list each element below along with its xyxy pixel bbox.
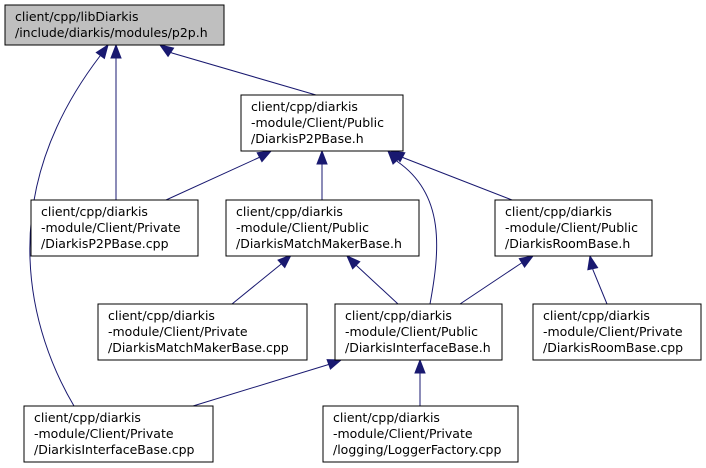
edge-p2pbase-h-to-p2p-h <box>159 44 317 96</box>
node-p2pbase-cpp[interactable]: client/cpp/diarkis-module/Client/Private… <box>30 199 199 257</box>
edge-roombase-h-to-p2pbase-h <box>390 150 513 201</box>
node-label-line: /DiarkisMatchMakerBase.cpp <box>108 340 289 355</box>
arrowhead-icon <box>414 358 426 374</box>
arrowhead-icon <box>387 149 402 165</box>
node-label-line: -module/Client/Public <box>251 115 384 130</box>
node-box[interactable] <box>532 303 702 361</box>
node-label-line: /DiarkisInterfaceBase.cpp <box>34 442 195 457</box>
node-label-line: /DiarkisRoomBase.cpp <box>543 340 683 355</box>
arrowhead-icon <box>95 43 109 60</box>
node-label-line: client/cpp/diarkis <box>333 410 440 425</box>
edge-interfacebase-h-to-p2pbase-h <box>387 150 438 305</box>
node-label-line: /DiarkisP2PBase.h <box>251 131 364 146</box>
node-loggerfactory-cpp[interactable]: client/cpp/diarkis-module/Client/Private… <box>322 405 519 463</box>
node-label-line: -module/Client/Public <box>236 220 369 235</box>
node-interfacebase-cpp[interactable]: client/cpp/diarkis-module/Client/Private… <box>23 405 214 463</box>
node-roombase-cpp[interactable]: client/cpp/diarkis-module/Client/Private… <box>532 303 702 361</box>
node-box[interactable] <box>4 4 225 46</box>
node-label-line: client/cpp/diarkis <box>41 204 148 219</box>
arrowhead-icon <box>256 150 273 163</box>
edge-interfacebase-cpp-to-interfacebase-h <box>192 359 342 407</box>
node-box[interactable] <box>334 303 503 361</box>
node-label-line: client/cpp/diarkis <box>251 99 358 114</box>
node-box[interactable] <box>97 303 308 361</box>
node-label-line: -module/Client/Private <box>108 324 248 339</box>
node-label-line: client/cpp/diarkis <box>34 410 141 425</box>
node-matchmakerbase-h[interactable]: client/cpp/diarkis-module/Client/Public/… <box>225 199 420 257</box>
arrowhead-icon <box>587 254 599 271</box>
node-label-line: client/cpp/diarkis <box>543 308 650 323</box>
node-label-line: -module/Client/Public <box>505 220 638 235</box>
arrowhead-icon <box>518 255 535 268</box>
node-label-line: -module/Client/Private <box>41 220 181 235</box>
node-interfacebase-h[interactable]: client/cpp/diarkis-module/Client/Public/… <box>334 303 503 361</box>
node-label-line: client/cpp/libDiarkis <box>15 9 139 24</box>
arrowhead-icon <box>326 359 343 370</box>
edge-p2pbase-cpp-to-p2pbase-h <box>165 150 272 201</box>
arrowhead-icon <box>158 44 175 58</box>
arrowhead-icon <box>346 255 361 270</box>
node-label-line: /include/diarkis/modules/p2p.h <box>15 25 208 40</box>
node-label-line: client/cpp/diarkis <box>236 204 343 219</box>
node-box[interactable] <box>322 405 519 463</box>
nodes-layer: client/cpp/libDiarkis/include/diarkis/mo… <box>4 4 702 463</box>
node-label-line: /logging/LoggerFactory.cpp <box>333 442 501 457</box>
node-box[interactable] <box>30 199 199 257</box>
node-label-line: /DiarkisRoomBase.h <box>505 236 630 251</box>
node-label-line: -module/Client/Private <box>543 324 683 339</box>
node-label-line: -module/Client/Private <box>34 426 174 441</box>
node-label-line: -module/Client/Public <box>345 324 478 339</box>
node-label-line: client/cpp/diarkis <box>108 308 215 323</box>
node-box[interactable] <box>23 405 214 463</box>
node-roombase-h[interactable]: client/cpp/diarkis-module/Client/Public/… <box>494 199 653 257</box>
edges-layer <box>29 43 608 407</box>
node-label-line: /DiarkisInterfaceBase.h <box>345 340 491 355</box>
node-label-line: -module/Client/Private <box>333 426 473 441</box>
node-label-line: client/cpp/diarkis <box>505 204 612 219</box>
node-label-line: /DiarkisP2PBase.cpp <box>41 236 169 251</box>
edge-interfacebase-cpp-to-p2p-h <box>29 44 109 407</box>
node-matchmakerbase-cpp[interactable]: client/cpp/diarkis-module/Client/Private… <box>97 303 308 361</box>
node-label-line: /DiarkisMatchMakerBase.h <box>236 236 402 251</box>
node-box[interactable] <box>225 199 420 257</box>
arrowhead-icon <box>316 149 328 165</box>
arrowhead-icon <box>277 254 293 269</box>
arrowhead-icon <box>110 43 122 59</box>
node-p2p-h[interactable]: client/cpp/libDiarkis/include/diarkis/mo… <box>4 4 225 46</box>
node-label-line: client/cpp/diarkis <box>345 308 452 323</box>
node-box[interactable] <box>494 199 653 257</box>
node-box[interactable] <box>240 94 404 152</box>
node-p2pbase-h[interactable]: client/cpp/diarkis-module/Client/Public/… <box>240 94 404 152</box>
